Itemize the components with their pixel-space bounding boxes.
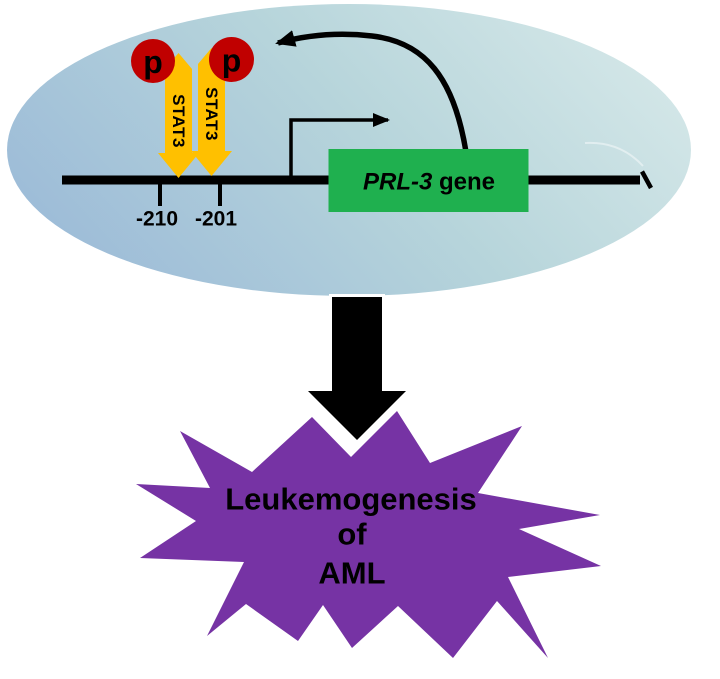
outcome-line-3: AML (318, 556, 385, 591)
stat3-label-left: STAT3 (169, 94, 188, 148)
leukemogenesis-starburst (136, 411, 601, 658)
dna-break-mark (640, 170, 653, 190)
prl3-gene-label-italic: PRL-3 (363, 168, 433, 195)
tick-label-minus210: -210 (136, 208, 178, 231)
outcome-text: Leukemogenesis of AML (225, 482, 477, 591)
stat3-arrow-right (191, 48, 232, 176)
phospho-label-right: p (222, 43, 242, 79)
causation-arrow (300, 294, 414, 445)
outcome-line-2: of (337, 517, 367, 552)
phospho-circle-right (209, 37, 254, 82)
prl3-gene-label-rest: gene (432, 168, 495, 195)
stat3-arrow-left (158, 53, 199, 178)
feedback-arrow (275, 30, 469, 153)
prl3-gene-box (328, 149, 529, 212)
prl3-gene-label: PRL-3 gene (363, 168, 495, 195)
nucleus-highlight-arc (584, 141, 644, 167)
phospho-circle-left (131, 39, 175, 83)
stat3-label-right: STAT3 (202, 87, 221, 141)
outcome-line-1: Leukemogenesis (225, 482, 477, 517)
phospho-label-left: p (143, 44, 163, 80)
transcription-start-arrow (289, 113, 390, 176)
tick-label-minus201: -201 (195, 208, 237, 231)
